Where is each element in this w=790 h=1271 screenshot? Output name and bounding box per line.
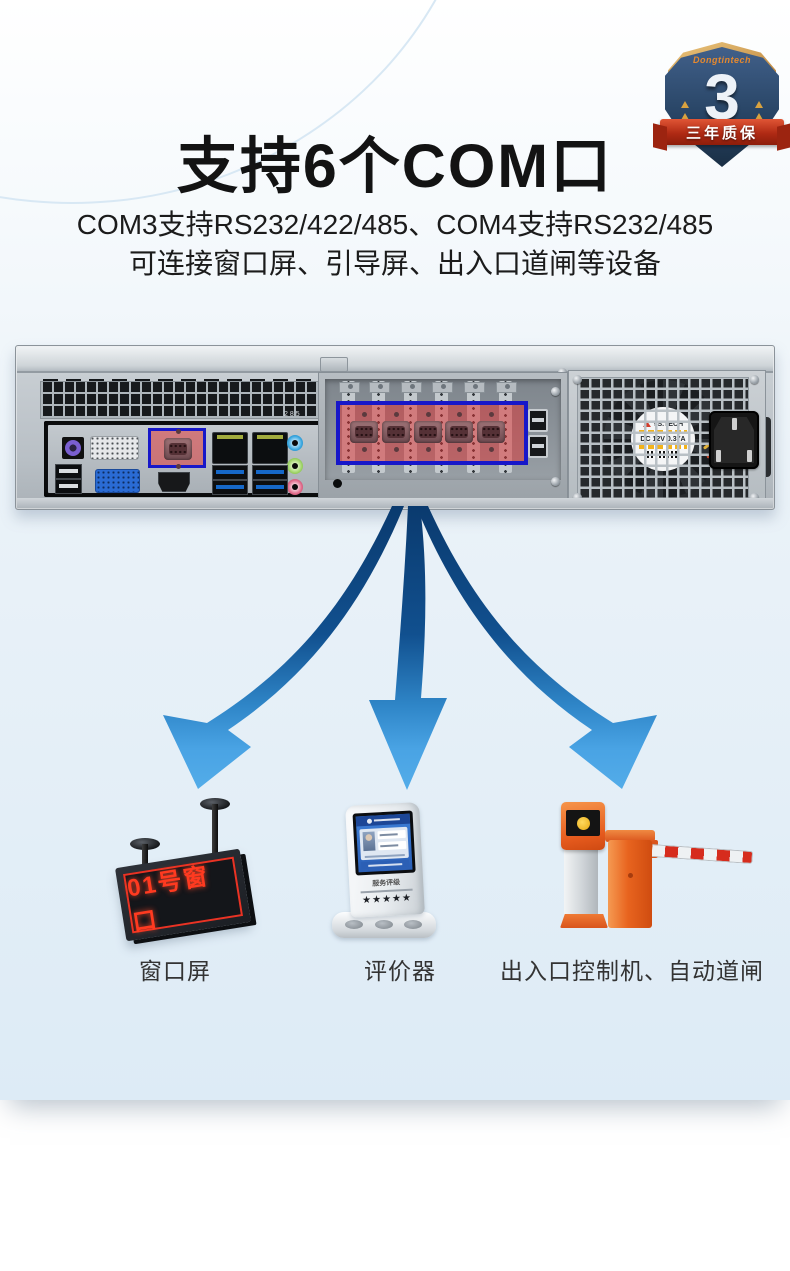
evaluator-button (345, 920, 363, 929)
staff-id-card (359, 826, 409, 861)
chassis-hole (333, 479, 342, 488)
barrier-boom-arm (651, 844, 754, 865)
com-port-db9 (477, 412, 505, 452)
usb-port-vertical-2 (528, 435, 548, 458)
ac-pin (731, 418, 737, 430)
subtitle-devices: 可连接窗口屏、引导屏、出入口道闸等设备 (128, 248, 661, 279)
gate-cabinet-lid (605, 830, 655, 842)
usb3-port-4 (252, 480, 288, 495)
expansion-slot-area (318, 372, 568, 507)
audio-mic-jack (287, 479, 303, 495)
rating-stars: ★★★★★ (361, 892, 413, 907)
audio-linein-jack (287, 435, 303, 451)
entrance-barrier-set (548, 796, 760, 936)
caption-barrier: 出入口控制机、自动道闸 (500, 958, 764, 984)
ps2-port (62, 437, 84, 459)
arrow-right (416, 506, 657, 789)
com-port-db9 (382, 412, 410, 452)
ac-pin (716, 450, 721, 462)
window-led-sign: 01号窗口 (112, 792, 257, 944)
controller-head (561, 802, 605, 850)
port-etch-label: 285 (284, 411, 302, 418)
caption-evaluator: 评价器 (364, 958, 436, 984)
vga-port (95, 469, 140, 493)
led-screen: 01号窗口 (122, 856, 244, 937)
ticket-button-icon (577, 817, 590, 830)
dvi-port (90, 436, 139, 460)
motherboard-io-block: 285 (40, 381, 334, 501)
ethernet-port-1 (212, 432, 248, 464)
com-port-db9 (164, 429, 192, 469)
card-text-line (364, 853, 405, 859)
evaluator-screen (352, 810, 416, 876)
screw (750, 375, 759, 384)
evaluator-button (375, 920, 393, 929)
evaluator-button (404, 920, 422, 929)
ac-power-inlet (709, 411, 759, 469)
server-rear-panel: 285 (15, 345, 775, 510)
subtitle-com-support: COM3支持RS232/422/485、COM4支持RS232/485 (76, 209, 714, 240)
led-text: 01号窗口 (125, 862, 212, 938)
staff-photo (362, 831, 376, 852)
rating-block: 服务评级 ★★★★★ (349, 876, 424, 907)
warranty-ribbon: 三年质保 (660, 119, 784, 145)
arrow-left (163, 506, 404, 789)
service-evaluator: 服务评级 ★★★★★ (332, 800, 436, 940)
evaluator-body: 服务评级 ★★★★★ (345, 802, 425, 918)
screw (573, 375, 582, 384)
usb-port-vertical-1 (528, 409, 548, 432)
hdmi-port (158, 472, 190, 492)
screen-header (355, 813, 411, 827)
audio-lineout-jack (287, 458, 303, 474)
caption-window-sign: 窗口屏 (139, 958, 211, 984)
warranty-badge: Dongtintech 3 三年质保 (660, 42, 784, 172)
usb2-port-2 (55, 479, 82, 494)
controller-panel (566, 810, 600, 836)
io-recess: 285 (44, 411, 328, 497)
vent-grid (40, 381, 334, 419)
power-supply-unit: YS.TECH DC 12V 0.37A (568, 370, 766, 508)
controller-pillar (564, 838, 598, 920)
usb3-port-2 (212, 480, 248, 495)
ac-pin (747, 450, 752, 462)
evaluator-screen-content (355, 813, 413, 873)
hanging-pole (212, 804, 218, 862)
com-port-db9 (414, 412, 442, 452)
evaluator-base (332, 912, 436, 938)
lid-latch (320, 357, 348, 372)
arrow-middle (369, 506, 447, 790)
controller-base (560, 914, 608, 928)
usb3-port-1 (212, 465, 248, 480)
page-title: 支持6个COM口 (176, 132, 614, 200)
com-port-db9 (445, 412, 473, 452)
com-port-db9 (350, 412, 378, 452)
screen-footer-strip (361, 859, 410, 870)
usb2-port-1 (55, 464, 82, 479)
staff-name-field (377, 829, 406, 840)
staff-number-field (378, 840, 407, 851)
com-port-highlight-single (148, 428, 206, 469)
gate-cabinet (608, 840, 652, 928)
screw (551, 387, 560, 396)
promo-panel: Dongtintech 3 三年质保 支持6个COM口 COM3支持RS232/… (0, 0, 790, 1100)
com-ports-highlight-box (336, 401, 528, 465)
screw (573, 493, 582, 502)
badge-brand-text: Dongtintech (693, 55, 751, 65)
led-board: 01号窗口 (114, 848, 252, 942)
ethernet-port-2 (252, 432, 288, 464)
screw (551, 477, 560, 486)
screw (750, 493, 759, 502)
handle-slot (761, 417, 771, 477)
emblem-icon (366, 818, 372, 824)
header-text-bar (373, 818, 400, 822)
chassis-base (17, 498, 773, 508)
usb3-port-3 (252, 465, 288, 480)
